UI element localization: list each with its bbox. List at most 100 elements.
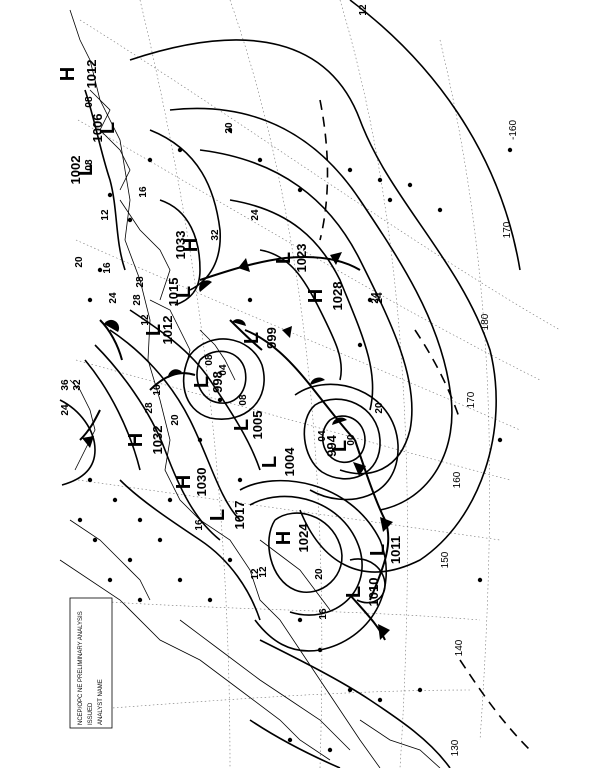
cold-front-pip	[238, 258, 250, 272]
svg-text:H: H	[305, 289, 327, 303]
svg-text:00: 00	[346, 434, 357, 446]
svg-text:ANALYST NAME: ANALYST NAME	[98, 679, 104, 725]
svg-text:20: 20	[374, 402, 385, 414]
svg-text:16: 16	[138, 186, 149, 198]
svg-text:36: 36	[60, 379, 71, 391]
svg-text:994: 994	[324, 434, 339, 456]
svg-text:20: 20	[170, 414, 181, 426]
svg-text:L: L	[241, 332, 263, 344]
cold-front-pip	[82, 436, 94, 448]
pressure-center: L 1023	[273, 244, 309, 273]
svg-text:1017: 1017	[232, 501, 247, 530]
warm-front-pip	[232, 319, 246, 326]
pressure-center: L 998	[191, 371, 225, 393]
svg-text:1011: 1011	[388, 536, 403, 564]
svg-text:24: 24	[374, 292, 385, 304]
longitude-labels: -160 170 180 170 160 150 140 130	[440, 120, 519, 757]
svg-text:L: L	[367, 544, 389, 556]
svg-text:16: 16	[318, 608, 329, 620]
pressure-center: L 994	[324, 434, 351, 456]
warm-front-pip	[104, 319, 120, 332]
cold-front-pip	[353, 462, 366, 476]
station-plots	[77, 127, 513, 753]
svg-text:L: L	[231, 419, 253, 431]
cold-front-pip	[282, 326, 292, 338]
troughs	[319, 99, 531, 751]
svg-text:1033: 1033	[173, 231, 188, 260]
svg-text:L: L	[97, 122, 119, 134]
svg-text:08: 08	[84, 159, 95, 171]
svg-text:20: 20	[224, 122, 235, 134]
pressure-center: L 1017	[207, 501, 247, 530]
pressure-centers: H 1012 L 1006 L 1002 H 1033 L 1023 H 102…	[57, 60, 403, 607]
svg-text:130: 130	[450, 739, 461, 756]
fronts	[79, 252, 393, 641]
svg-text:1028: 1028	[330, 282, 345, 311]
svg-text:16: 16	[152, 384, 163, 396]
isobars	[59, 0, 521, 768]
svg-text:L: L	[75, 164, 97, 176]
svg-text:12: 12	[250, 568, 261, 580]
pressure-center: H 1032	[125, 426, 165, 455]
svg-text:20: 20	[74, 256, 85, 268]
warm-front-pip	[167, 369, 182, 378]
svg-text:150: 150	[440, 551, 451, 568]
svg-text:1006: 1006	[90, 114, 105, 143]
svg-text:04: 04	[218, 364, 229, 376]
svg-text:L: L	[173, 286, 195, 298]
cold-front-pip	[330, 252, 342, 265]
svg-text:1015: 1015	[166, 278, 181, 307]
svg-text:08: 08	[204, 354, 215, 366]
svg-text:L: L	[207, 509, 229, 521]
title-block: NCEP/OPC NE PRELIMINARY ANALYSIS ISSUED …	[69, 597, 113, 729]
svg-text:04: 04	[317, 430, 328, 442]
svg-text:16: 16	[102, 262, 113, 274]
svg-text:1004: 1004	[282, 447, 297, 477]
svg-text:32: 32	[72, 379, 83, 391]
svg-text:24: 24	[370, 292, 381, 304]
pressure-center: H 1030	[173, 468, 209, 497]
svg-text:L: L	[273, 252, 295, 264]
pressure-center: L 1002	[68, 156, 97, 185]
svg-text:L: L	[343, 586, 365, 598]
warm-front-pip	[199, 280, 212, 292]
svg-text:16: 16	[194, 519, 205, 531]
svg-text:24: 24	[60, 404, 71, 416]
svg-text:ISSUED: ISSUED	[88, 702, 94, 725]
svg-text:12: 12	[358, 4, 369, 16]
svg-text:H: H	[57, 67, 79, 81]
svg-text:1030: 1030	[194, 468, 209, 497]
svg-text:NCEP/OPC NE PRELIMINARY ANALYS: NCEP/OPC NE PRELIMINARY ANALYSIS	[78, 611, 84, 725]
svg-text:160: 160	[452, 471, 463, 488]
pressure-center: L 1015	[166, 278, 195, 307]
pressure-center: H 1012	[57, 60, 99, 89]
svg-text:28: 28	[132, 294, 143, 306]
svg-text:1032: 1032	[150, 426, 165, 455]
svg-text:170: 170	[502, 221, 513, 238]
pressure-center: L 1006	[90, 114, 119, 143]
svg-text:998: 998	[210, 371, 225, 393]
pressure-center: L 1011	[367, 536, 403, 564]
svg-text:1024: 1024	[296, 523, 311, 553]
svg-text:08: 08	[238, 394, 249, 406]
svg-text:24: 24	[250, 209, 261, 221]
pressure-center: L 1012	[143, 316, 175, 345]
svg-text:1010: 1010	[366, 578, 381, 607]
svg-text:1012: 1012	[160, 316, 175, 345]
svg-text:12: 12	[100, 209, 111, 221]
cold-front-pip	[380, 517, 393, 532]
isobar-labels: 12 08 08 12 16 20 24 28 32 24 20 16 12 0…	[60, 4, 385, 620]
svg-text:H: H	[273, 531, 295, 545]
svg-text:L: L	[329, 440, 351, 452]
svg-text:999: 999	[264, 327, 279, 349]
svg-text:H: H	[180, 238, 202, 252]
svg-text:32: 32	[210, 229, 221, 241]
svg-text:12: 12	[258, 566, 269, 578]
pressure-center: L 1005	[231, 411, 265, 440]
svg-text:H: H	[173, 475, 195, 489]
svg-text:140: 140	[454, 639, 465, 656]
svg-text:H: H	[125, 433, 147, 447]
pressure-center: L 1004	[259, 447, 297, 477]
pressure-center: H 1024	[273, 523, 311, 553]
